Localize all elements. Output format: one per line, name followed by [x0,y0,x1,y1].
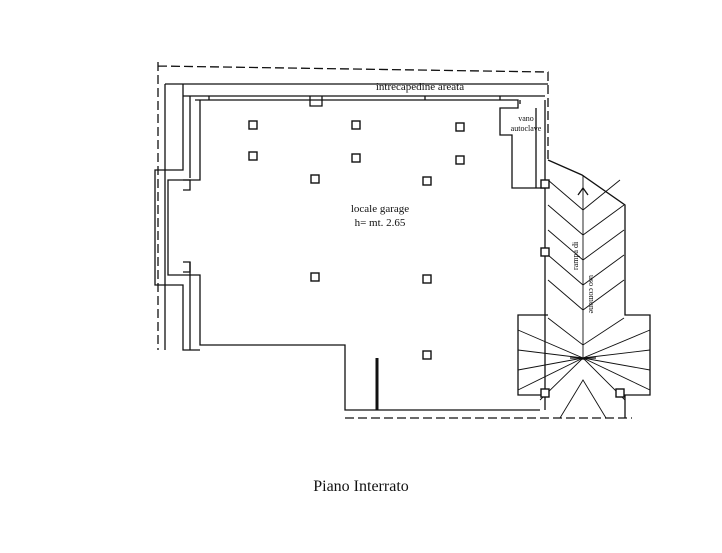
ramp-hatching [517,175,651,419]
autoclave-label-1: vano [518,114,534,123]
garage-label: locale garage [351,203,409,215]
garage-height-label: h= mt. 2.65 [355,217,406,229]
ramp-label-2: uso comune [587,275,596,314]
pillar [422,176,432,186]
pillar [310,174,320,184]
plan-title: Piano Interrato [313,478,409,495]
pillar [422,274,432,284]
pillar [540,179,550,189]
pillar [455,155,465,165]
pillar [248,120,258,130]
pillar [540,388,550,398]
property-boundary [157,62,632,419]
pillars [248,120,625,398]
pillar [540,247,550,257]
pillar [248,151,258,161]
outer-wall [154,83,548,351]
pillar [615,388,625,398]
pillar [351,153,361,163]
autoclave-label-2: autoclave [511,124,542,133]
ramp-label-1: rampa di [571,241,580,270]
pillar [351,120,361,130]
airspace-label: intrecapedine areata [376,81,464,93]
ramp-outline [517,159,651,418]
pillar [310,272,320,282]
inner-wall [167,99,546,411]
pillar [422,350,432,360]
pillar [455,122,465,132]
